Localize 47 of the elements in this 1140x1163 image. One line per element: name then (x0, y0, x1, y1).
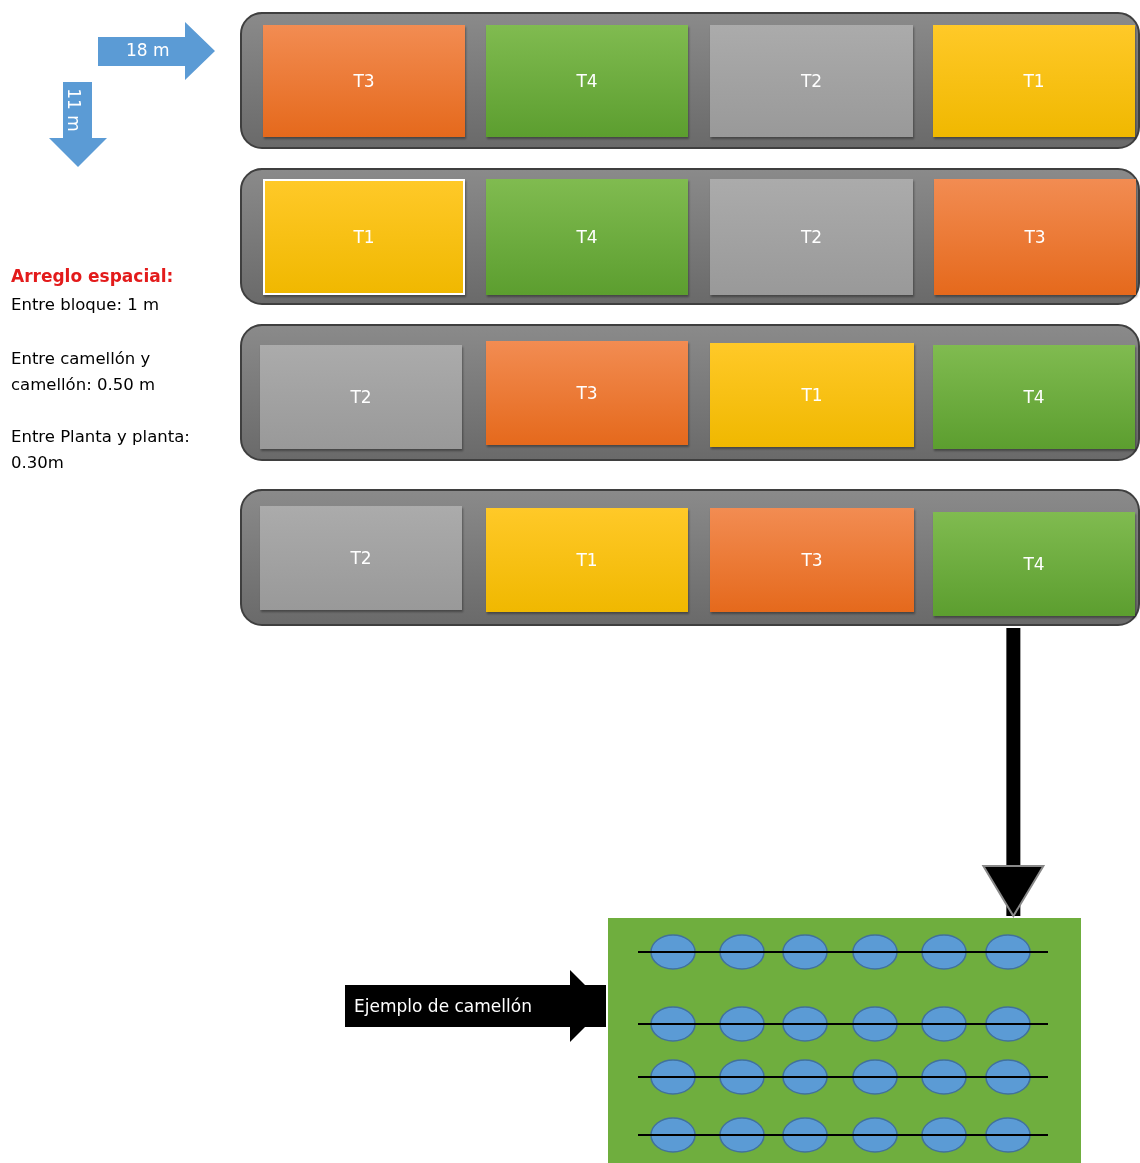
plot-label: T1 (576, 550, 598, 570)
dimension-label: 11 m (63, 88, 84, 132)
treatment-plot (263, 179, 465, 295)
treatment-plot (934, 179, 1136, 295)
plot-label: T3 (353, 71, 375, 91)
plot-label: T1 (801, 385, 823, 405)
arrow-text: Ejemplo de camellón (354, 996, 532, 1016)
plot-label: T2 (350, 548, 372, 568)
arrow (982, 628, 1045, 917)
treatment-plot (263, 25, 465, 137)
plot-label: T1 (1023, 71, 1045, 91)
plot-label: T4 (1023, 387, 1045, 407)
plot-label: T1 (353, 227, 375, 247)
raised-bed-plot (608, 918, 1081, 1163)
plot-label: T4 (576, 71, 598, 91)
treatment-plot (486, 508, 688, 612)
note-text: Entre camellón y camellón: 0.50 m (11, 348, 156, 396)
note-text: Entre Planta y planta: 0.30m (11, 426, 191, 474)
field-block (240, 489, 1140, 626)
plot-label: T2 (800, 71, 823, 91)
treatment-plot (260, 345, 462, 449)
treatment-plot (710, 508, 914, 612)
plot-label: T2 (800, 227, 823, 247)
dimension-label: 18 m (126, 40, 170, 60)
treatment-plot (486, 341, 688, 445)
treatment-plot (486, 25, 688, 137)
treatment-plot (933, 25, 1135, 137)
field-block (240, 12, 1140, 149)
treatment-plot (260, 506, 462, 610)
treatment-plot (933, 512, 1135, 616)
treatment-plot (486, 179, 688, 295)
plot-label: T3 (1024, 227, 1046, 247)
field-block (240, 168, 1140, 305)
field-block (240, 324, 1140, 461)
treatment-plot (710, 343, 914, 447)
plot-label: T3 (801, 550, 823, 570)
plot-label: T3 (576, 383, 598, 403)
note-heading: Arreglo espacial: (11, 266, 174, 286)
callout-arrow-label (345, 985, 541, 1027)
note-text: Entre bloque: 1 m (11, 294, 161, 316)
treatment-plot (933, 345, 1135, 449)
arrow (541, 970, 606, 1042)
plot-label: T2 (350, 387, 372, 407)
plot-label: T4 (576, 227, 598, 247)
plot-label: T4 (1023, 554, 1045, 574)
treatment-plot (710, 25, 913, 137)
treatment-plot (710, 179, 913, 295)
